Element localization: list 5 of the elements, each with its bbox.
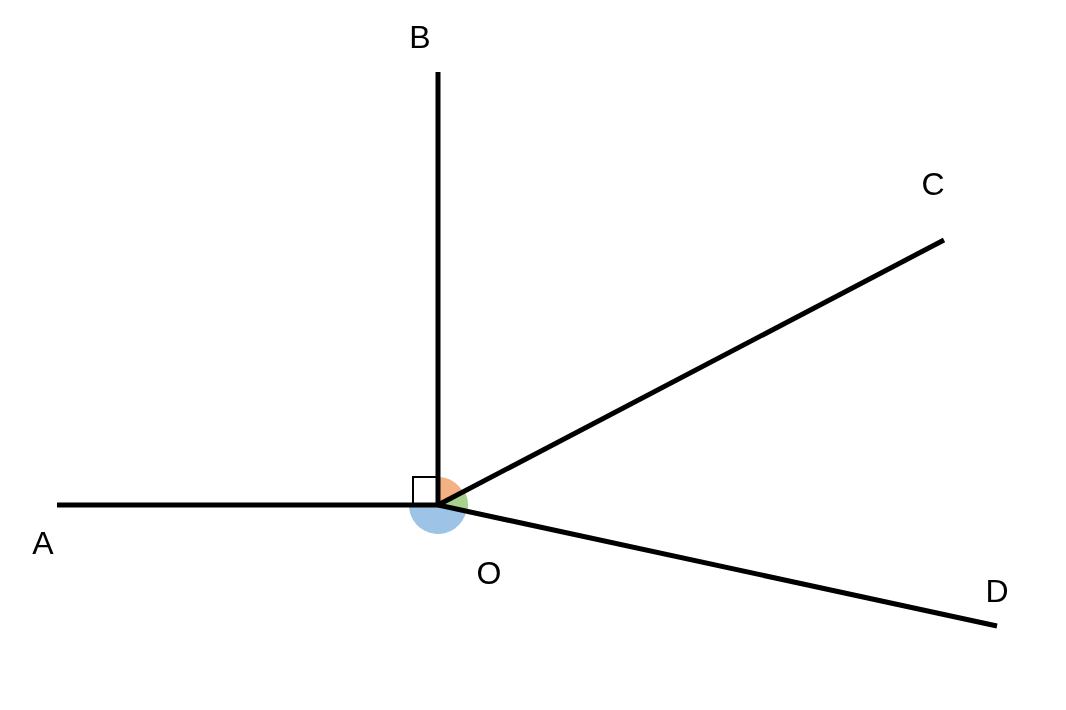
point-label: B: [409, 21, 431, 53]
point-label: D: [985, 575, 1009, 607]
point-label: A: [32, 527, 54, 559]
point-label: O: [476, 557, 502, 589]
point-label: C: [921, 168, 945, 200]
